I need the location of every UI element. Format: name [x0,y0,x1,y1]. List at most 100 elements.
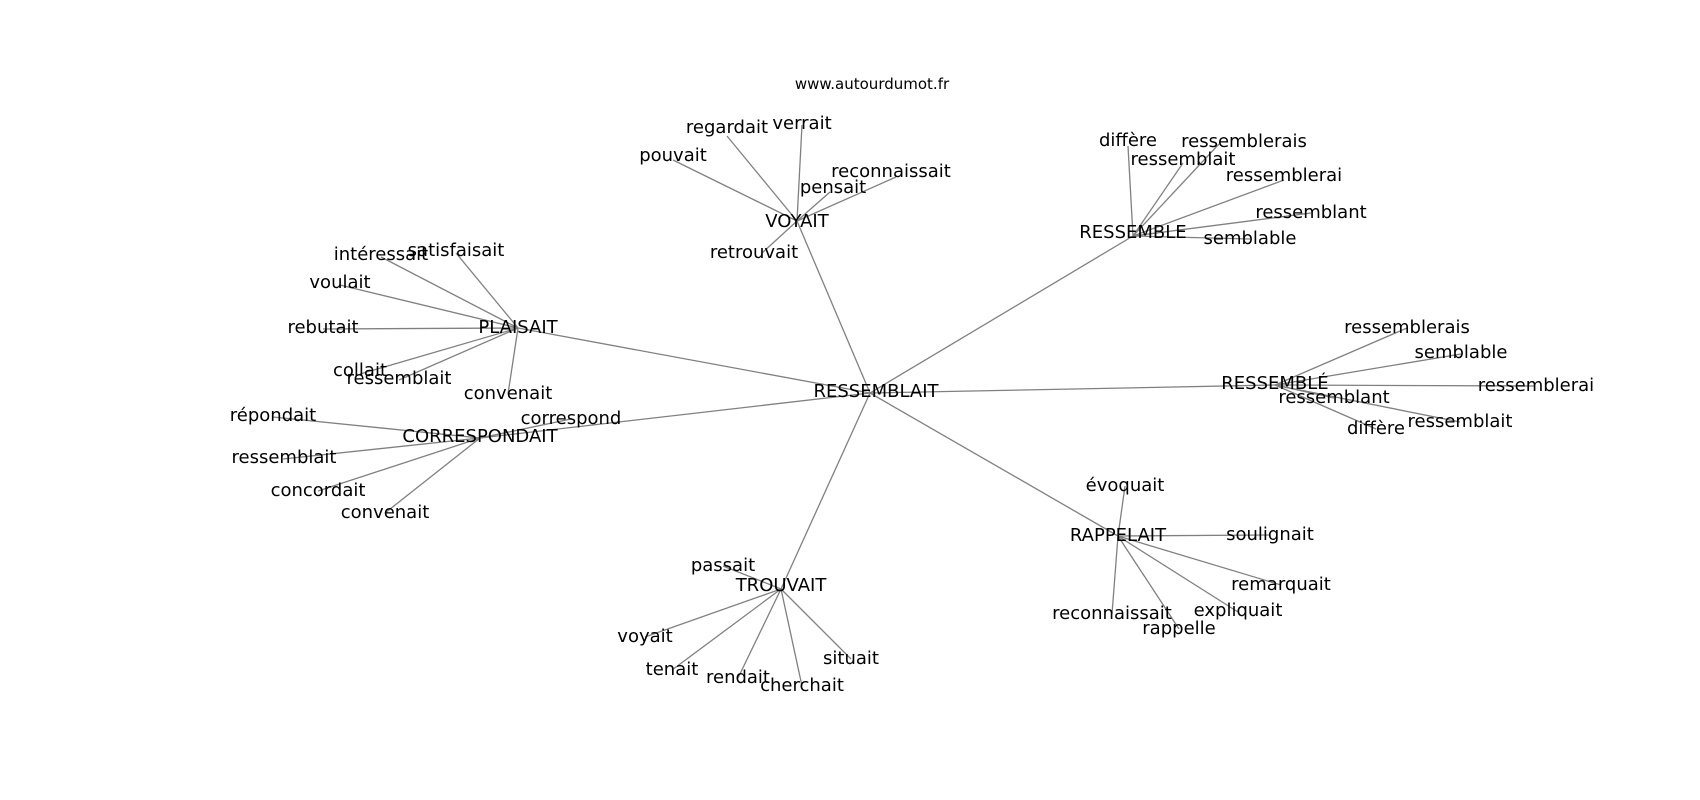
edges-layer [272,124,1536,687]
leaf-word-label[interactable]: évoquait [1086,475,1165,496]
edge-hub-to-leaf [339,284,519,329]
edge-hub-to-leaf [1132,162,1184,237]
leaf-word-label[interactable]: pouvait [639,145,707,166]
edge-hub-to-leaf [380,256,519,329]
edge-hub-to-leaf [726,135,798,222]
edge-hub-to-leaf [384,437,481,514]
leaf-word-label[interactable]: ressemblant [1278,387,1389,408]
edge-hub-to-leaf [672,159,798,222]
edge-center-to-hub [796,220,871,394]
center-word-label[interactable]: RESSEMBLAIT [813,381,939,402]
leaf-word-label[interactable]: ressemblerai [1478,375,1594,396]
leaf-word-label[interactable]: remarquait [1231,574,1331,595]
leaf-word-label[interactable]: correspond [521,408,622,429]
edge-hub-to-leaf [1132,235,1251,240]
leaf-word-label[interactable]: ressemblait [347,368,452,389]
edge-center-to-hub [517,327,871,394]
hub-word-label[interactable]: RESSEMBLE [1079,222,1186,243]
edge-hub-to-leaf [479,418,572,439]
leaf-word-label[interactable]: verrait [772,113,831,134]
leaf-word-label[interactable]: cherchait [760,675,844,696]
leaf-word-label[interactable]: diffère [1099,130,1157,151]
edge-hub-to-leaf [796,191,831,222]
leaf-word-label[interactable]: rebutait [287,317,358,338]
edge-hub-to-leaf [272,416,481,439]
edge-hub-to-leaf [737,588,782,679]
leaf-word-label[interactable]: soulignait [1226,524,1314,545]
edge-center-to-hub [479,392,871,439]
site-url: www.autourdumot.fr [795,75,950,93]
leaf-word-label[interactable]: retrouvait [710,242,798,263]
edge-hub-to-leaf [722,565,782,590]
edge-hub-to-leaf [1117,534,1271,537]
edge-hub-to-leaf [1132,179,1285,237]
edge-hub-to-leaf [1274,384,1377,430]
edge-hub-to-leaf [1127,145,1134,237]
leaf-word-label[interactable]: collait [333,360,387,381]
leaf-word-label[interactable]: rendait [706,667,770,688]
hub-word-label[interactable]: CORRESPONDAIT [402,426,558,447]
edge-hub-to-leaf [322,327,519,330]
leaf-word-label[interactable]: ressemblerai [1226,165,1342,186]
hub-word-label[interactable]: RESSEMBLÉ [1221,372,1328,394]
edge-hub-to-leaf [359,327,519,375]
leaf-word-label[interactable]: convenait [341,502,430,523]
edge-hub-to-leaf [1274,327,1408,386]
leaf-word-label[interactable]: semblable [1415,342,1508,363]
leaf-word-label[interactable]: ressemblait [1131,149,1236,170]
leaf-word-label[interactable]: diffère [1347,418,1405,439]
edge-hub-to-leaf [455,252,519,329]
leaf-word-label[interactable]: voyait [617,626,672,647]
leaf-word-label[interactable]: ressemblait [232,447,337,468]
leaf-word-label[interactable]: répondait [230,405,316,426]
edge-hub-to-leaf [671,588,782,671]
edge-hub-to-leaf [761,220,798,254]
edge-hub-to-leaf [1132,143,1220,237]
leaf-word-label[interactable]: situait [823,648,879,669]
leaf-word-label[interactable]: concordait [271,480,366,501]
leaf-word-label[interactable]: pensait [800,177,866,198]
edge-hub-to-leaf [796,176,897,222]
leaf-word-label[interactable]: satisfaisait [408,240,505,261]
leaf-word-label[interactable]: ressemblait [1408,411,1513,432]
leaf-word-label[interactable]: tenait [646,659,699,680]
edge-hub-to-leaf [398,327,519,381]
edge-center-to-hub [869,392,1119,537]
leaf-word-label[interactable]: passait [691,555,755,576]
leaf-word-label[interactable]: expliquait [1194,600,1283,621]
edge-center-to-hub [780,392,871,590]
leaf-word-label[interactable]: rappelle [1142,618,1215,639]
edge-hub-to-leaf [796,124,803,222]
edge-hub-to-leaf [1274,384,1536,387]
edge-hub-to-leaf [507,327,519,395]
leaf-word-label[interactable]: semblable [1204,228,1297,249]
edge-center-to-hub [869,235,1134,394]
edge-hub-to-leaf [1132,212,1312,237]
leaf-word-label[interactable]: voulait [309,272,370,293]
edge-hub-to-leaf [1274,353,1462,386]
edge-hub-to-leaf [1117,535,1239,613]
hub-word-label[interactable]: TROUVAIT [735,575,828,596]
leaf-word-label[interactable]: convenait [464,383,553,404]
edge-hub-to-leaf [1117,485,1126,537]
hub-word-label[interactable]: RAPPELAIT [1070,525,1167,546]
edge-hub-to-leaf [1111,535,1119,615]
leaf-word-label[interactable]: ressemblerais [1344,317,1470,338]
hub-word-label[interactable]: PLAISAIT [478,317,558,338]
leaf-word-label[interactable]: ressemblerais [1181,131,1307,152]
edge-hub-to-leaf [780,588,852,660]
leaf-word-label[interactable]: intéressait [334,244,428,265]
leaf-word-label[interactable]: ressemblant [1255,202,1366,223]
edge-hub-to-leaf [282,437,481,460]
leaf-word-label[interactable]: reconnaissait [1052,603,1172,624]
leaf-word-label[interactable]: regardait [686,117,768,138]
edge-hub-to-leaf [1117,535,1180,630]
edge-center-to-hub [869,384,1276,394]
edge-hub-to-leaf [317,437,481,492]
hub-word-label[interactable]: VOYAIT [765,211,829,232]
leaf-word-label[interactable]: reconnaissait [831,161,951,182]
edge-hub-to-leaf [780,588,803,687]
